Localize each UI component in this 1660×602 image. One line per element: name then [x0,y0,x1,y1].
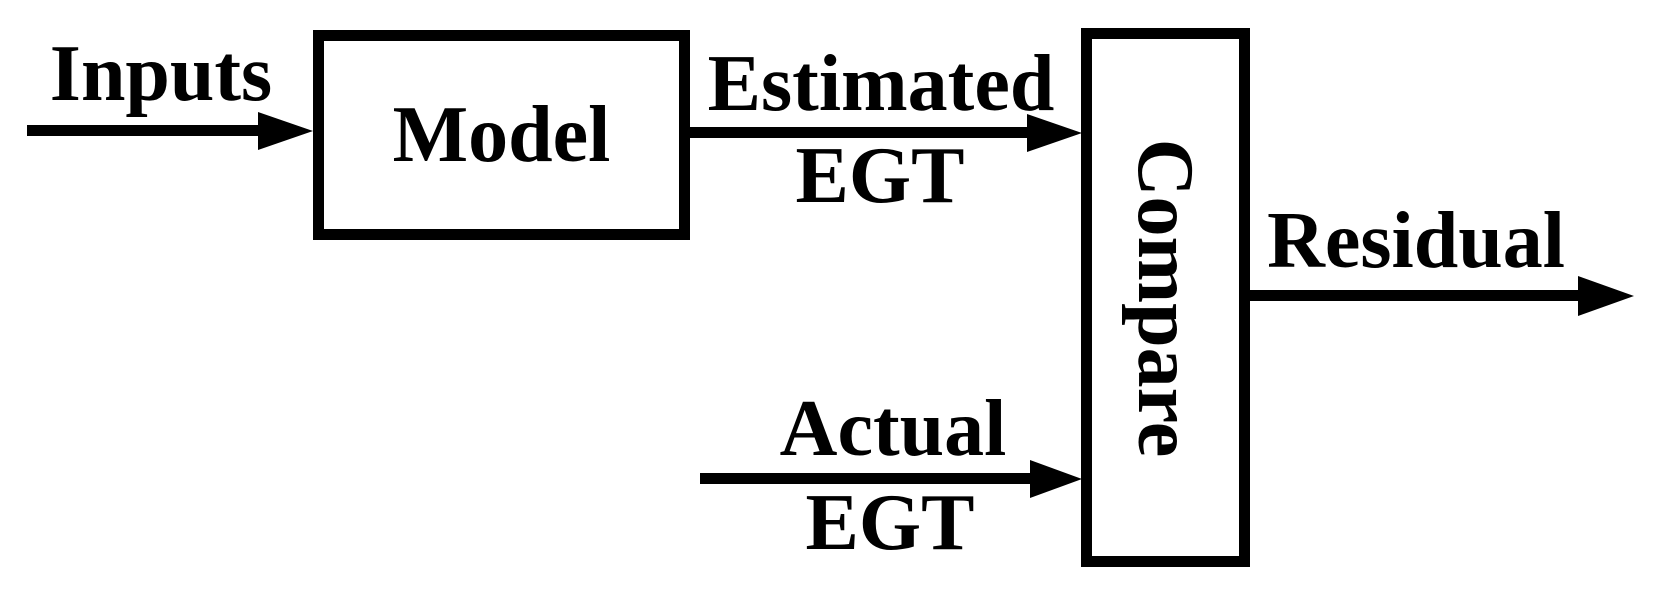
model-box-label: Model [392,91,611,179]
actual-egt-label-line2: EGT [805,479,975,567]
actual-egt-arrowhead-icon [1030,460,1082,498]
inputs-arrowhead-icon [258,112,313,150]
model-box: Model [313,30,690,240]
compare-box-label: Compare [1121,138,1210,457]
estimated-egt-label-line2: EGT [795,132,965,220]
residual-label: Residual [1267,197,1565,285]
compare-box: Compare [1081,28,1250,567]
residual-arrowhead-icon [1578,276,1634,316]
estimated-egt-arrowhead-icon [1027,114,1082,152]
estimated-egt-arrow-line [688,127,1029,138]
inputs-arrow-line [27,125,262,136]
inputs-label: Inputs [49,30,273,118]
actual-egt-label-line1: Actual [779,385,1007,473]
residual-arrow-line [1248,290,1580,301]
estimated-egt-label-line1: Estimated [707,40,1055,128]
actual-egt-arrow-line [700,473,1032,484]
